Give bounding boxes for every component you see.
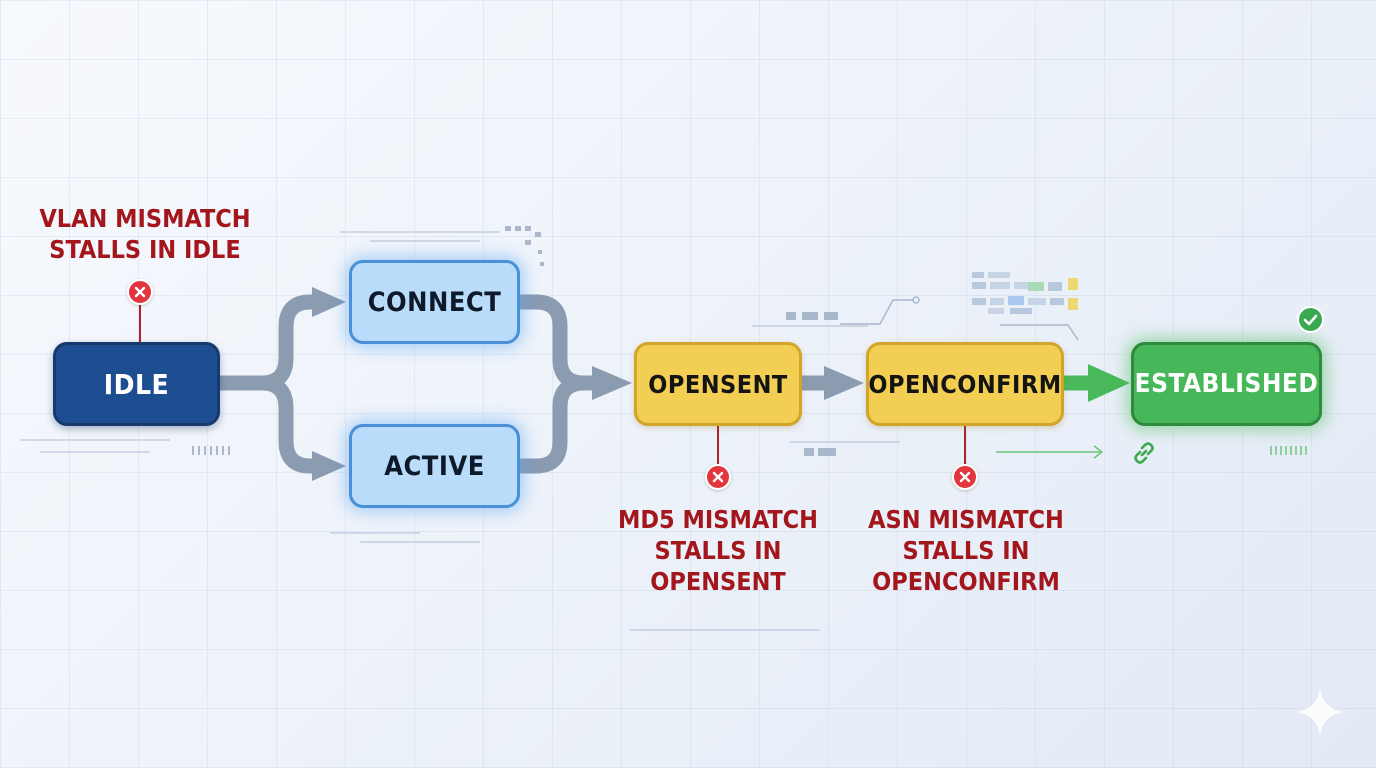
arrowhead-connect (312, 287, 346, 317)
vlan-x-circle-icon (127, 279, 153, 305)
state-openconfirm: OPENCONFIRM (866, 342, 1064, 426)
failure-asn-line-3: OPENCONFIRM (872, 567, 1060, 596)
transition-active-opensent (520, 375, 585, 474)
check-circle-icon (1297, 306, 1324, 333)
failure-asn-line-2: STALLS IN (902, 536, 1030, 565)
asn-x-circle-icon (952, 464, 978, 490)
arrowhead-established (1088, 364, 1130, 402)
failure-asn-label: ASN MISMATCH STALLS IN OPENCONFIRM (856, 504, 1076, 597)
state-opensent: OPENSENT (634, 342, 802, 426)
arrowhead-active (312, 451, 346, 481)
state-idle-label: IDLE (103, 367, 170, 401)
state-openconfirm-label: OPENCONFIRM (868, 369, 1062, 399)
state-established: ESTABLISHED (1131, 342, 1322, 426)
transition-idle-active (261, 375, 318, 474)
failure-vlan-label: VLAN MISMATCH STALLS IN IDLE (35, 203, 255, 265)
arrowhead-openconfirm (824, 366, 864, 400)
failure-vlan-line-2: STALLS IN IDLE (49, 235, 241, 264)
failure-md5-label: MD5 MISMATCH STALLS IN OPENSENT (608, 504, 828, 597)
failure-md5-line-1: MD5 MISMATCH (617, 505, 818, 534)
state-connect: CONNECT (349, 260, 520, 344)
transition-idle-connect (220, 294, 318, 391)
state-established-label: ESTABLISHED (1134, 369, 1319, 399)
failure-md5-line-3: OPENSENT (650, 567, 786, 596)
link-icon (1134, 442, 1154, 464)
arrowhead-opensent (592, 366, 632, 400)
md5-x-circle-icon (705, 464, 731, 490)
transition-connect-opensent (520, 294, 595, 391)
failure-md5-line-2: STALLS IN (654, 536, 782, 565)
state-connect-label: CONNECT (367, 286, 502, 318)
failure-vlan-line-1: VLAN MISMATCH (39, 204, 251, 233)
failure-asn-line-1: ASN MISMATCH (868, 505, 1064, 534)
state-active-label: ACTIVE (384, 450, 485, 482)
state-idle: IDLE (53, 342, 220, 426)
sparkle-icon (1296, 688, 1344, 736)
state-active: ACTIVE (349, 424, 520, 508)
state-opensent-label: OPENSENT (648, 369, 788, 399)
